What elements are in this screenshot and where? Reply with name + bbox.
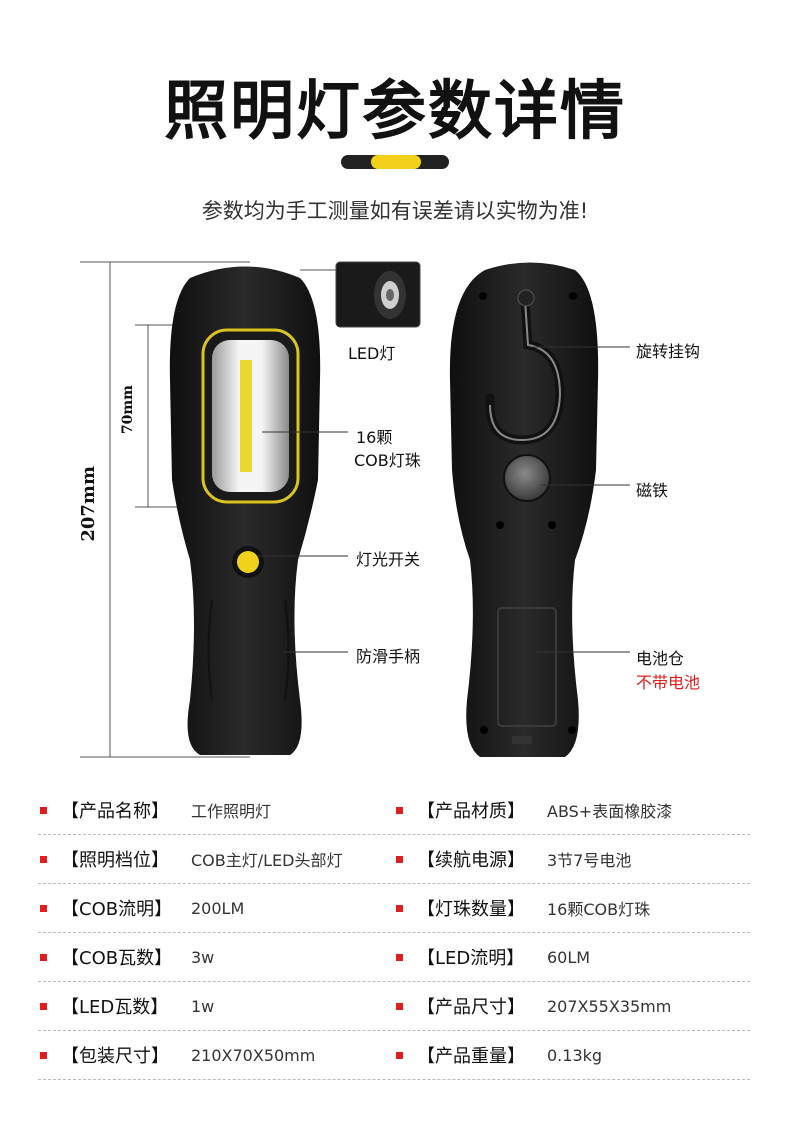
label-cob-line2: COB灯珠 [354, 451, 421, 470]
spec-key: 【灯珠数量】 [417, 899, 525, 920]
spec-cell: 【照明档位】 COB主灯/LED头部灯 [38, 846, 394, 872]
bullet-icon [396, 1002, 403, 1010]
spec-value: ABS+表面橡胶漆 [547, 802, 673, 821]
dimension-207 [80, 261, 250, 758]
spec-value: 16颗COB灯珠 [547, 900, 651, 919]
label-cob-line1: 16颗 [356, 428, 393, 447]
spec-row: 【照明档位】 COB主灯/LED头部灯 【续航电源】 3节7号电池 [38, 835, 750, 884]
back-light [449, 262, 599, 757]
bullet-icon [40, 806, 47, 814]
spec-key: 【LED瓦数】 [61, 997, 169, 1018]
spec-row: 【产品名称】 工作照明灯 【产品材质】 ABS+表面橡胶漆 [38, 786, 750, 835]
title-divider [341, 155, 449, 169]
spec-value: 工作照明灯 [191, 802, 272, 821]
bullet-icon [40, 904, 47, 912]
label-battery: 电池仓 [636, 649, 685, 668]
spec-table: 【产品名称】 工作照明灯 【产品材质】 ABS+表面橡胶漆 【照明档位】 COB主灯/… [38, 786, 750, 1080]
divider-accent [371, 155, 421, 169]
spec-key: 【包装尺寸】 [61, 1046, 169, 1067]
spec-key: 【产品名称】 [61, 801, 169, 822]
leader-lines [258, 346, 630, 653]
spec-cell: 【LED流明】 60LM [394, 944, 750, 970]
magnet [503, 454, 551, 502]
spec-row: 【包装尺寸】 210X70X50mm 【产品重量】 0.13kg [38, 1031, 750, 1080]
label-hook: 旋转挂钩 [636, 342, 701, 361]
bullet-icon [396, 904, 403, 912]
spec-row: 【COB瓦数】 3w 【LED流明】 60LM [38, 933, 750, 982]
label-switch: 灯光开关 [356, 550, 421, 569]
spec-cell: 【COB流明】 200LM [38, 895, 394, 921]
spec-key: 【LED流明】 [417, 948, 525, 969]
spec-value: 207X55X35mm [547, 996, 672, 1016]
bullet-icon [396, 806, 403, 814]
spec-value: COB主灯/LED头部灯 [191, 851, 343, 870]
spec-key: 【产品重量】 [417, 1046, 525, 1067]
bullet-icon [40, 953, 47, 961]
product-diagram [80, 261, 630, 758]
spec-row: 【LED瓦数】 1w 【产品尺寸】 207X55X35mm [38, 982, 750, 1031]
led-inset [300, 261, 421, 328]
spec-value: 3w [191, 947, 215, 967]
page-title: 照明灯参数详情 [164, 75, 626, 149]
spec-key: 【COB流明】 [61, 899, 173, 920]
front-light [169, 266, 321, 755]
spec-key: 【产品尺寸】 [417, 997, 525, 1018]
spec-value: 60LM [547, 947, 591, 967]
spec-value: 3节7号电池 [547, 851, 632, 870]
spec-value: 210X70X50mm [191, 1045, 316, 1065]
label-grip: 防滑手柄 [356, 647, 421, 666]
dimension-70-label: 70mm [120, 385, 136, 435]
label-led-light: LED灯 [348, 344, 396, 363]
spec-cell: 【LED瓦数】 1w [38, 993, 394, 1019]
spec-key: 【COB瓦数】 [61, 948, 173, 969]
dimension-207-label: 207mm [78, 466, 99, 542]
spec-key: 【产品材质】 [417, 801, 525, 822]
battery-cover [497, 607, 557, 727]
spec-cell: 【灯珠数量】 16颗COB灯珠 [394, 895, 750, 921]
bullet-icon [40, 1051, 47, 1059]
cob-strip [240, 360, 252, 472]
spec-cell: 【产品名称】 工作照明灯 [38, 797, 394, 823]
spec-value: 200LM [191, 898, 245, 918]
spec-key: 【照明档位】 [61, 850, 169, 871]
spec-cell: 【包装尺寸】 210X70X50mm [38, 1042, 394, 1068]
spec-row: 【COB流明】 200LM 【灯珠数量】 16颗COB灯珠 [38, 884, 750, 933]
spec-key: 【续航电源】 [417, 850, 525, 871]
spec-cell: 【产品材质】 ABS+表面橡胶漆 [394, 797, 750, 823]
spec-value: 0.13kg [547, 1045, 603, 1065]
bullet-icon [396, 953, 403, 961]
bullet-icon [40, 855, 47, 863]
bullet-icon [396, 1051, 403, 1059]
spec-cell: 【产品尺寸】 207X55X35mm [394, 993, 750, 1019]
spec-value: 1w [191, 996, 215, 1016]
label-no-battery: 不带电池 [636, 673, 701, 692]
label-magnet: 磁铁 [636, 481, 669, 500]
spec-cell: 【产品重量】 0.13kg [394, 1042, 750, 1068]
spec-cell: 【续航电源】 3节7号电池 [394, 846, 750, 872]
spec-cell: 【COB瓦数】 3w [38, 944, 394, 970]
bullet-icon [40, 1002, 47, 1010]
bullet-icon [396, 855, 403, 863]
page-subtitle: 参数均为手工测量如有误差请以实物为准! [201, 199, 589, 223]
